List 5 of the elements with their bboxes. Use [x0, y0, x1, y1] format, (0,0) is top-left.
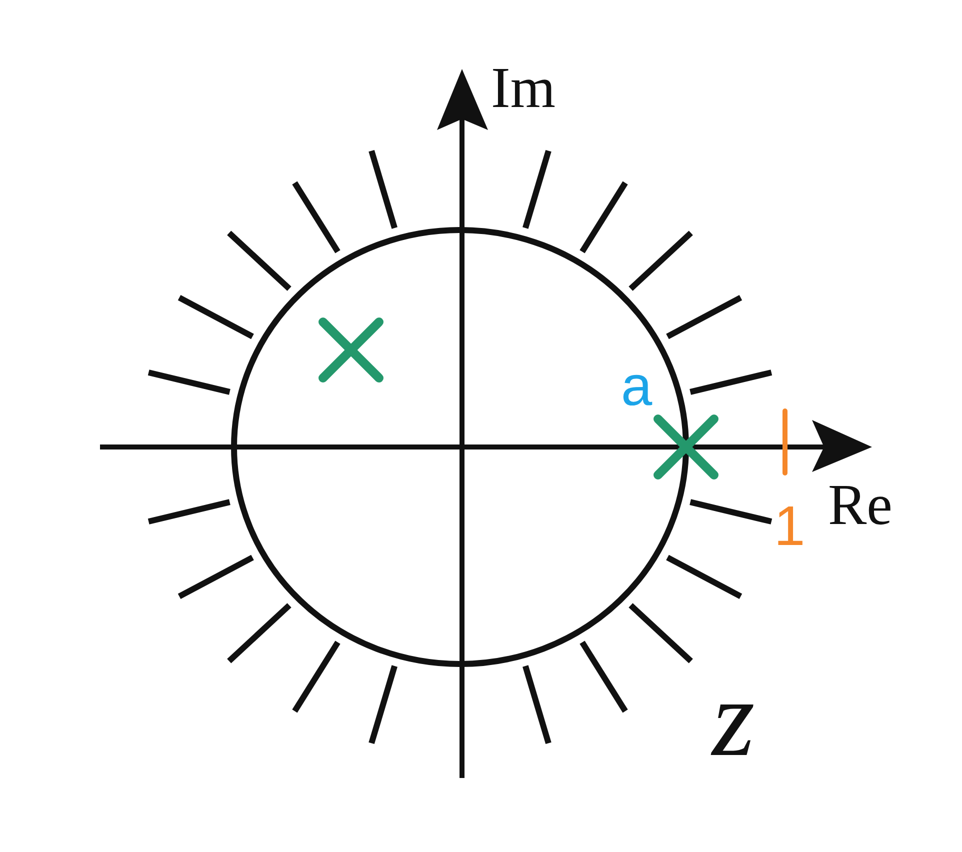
point-label: a [621, 358, 652, 414]
plane-label: z [712, 663, 755, 773]
axis-label: Re [828, 476, 892, 534]
axis-label: Im [491, 59, 556, 117]
tick-label: 1 [774, 498, 806, 554]
